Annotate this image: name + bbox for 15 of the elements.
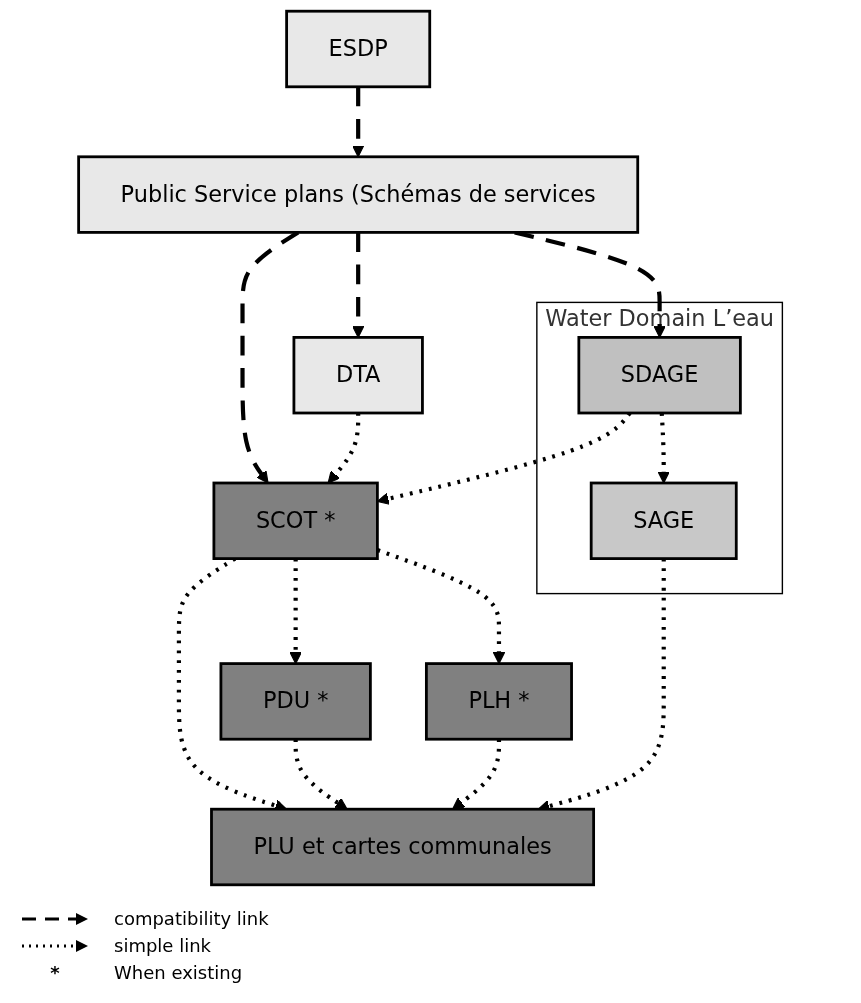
node-box: PLH * bbox=[425, 662, 573, 741]
node-box: DTA bbox=[292, 336, 424, 415]
arrow bbox=[327, 413, 361, 484]
node-box: SDAGE bbox=[577, 336, 742, 415]
node-box: ESDP bbox=[285, 9, 432, 89]
node-box: Public Service plans (Schémas de services bbox=[77, 155, 640, 234]
arrow bbox=[352, 232, 365, 338]
node-box: SAGE bbox=[589, 481, 738, 560]
node-box: PDU * bbox=[219, 662, 372, 741]
legend-text: When existing bbox=[114, 962, 243, 983]
node-box: PLU et cartes communales bbox=[210, 807, 596, 887]
node-box: SCOT * bbox=[212, 481, 379, 560]
legend-text: compatibility link bbox=[114, 908, 269, 929]
legend-text: simple link bbox=[114, 935, 211, 956]
legend-symbol: * bbox=[49, 962, 61, 983]
